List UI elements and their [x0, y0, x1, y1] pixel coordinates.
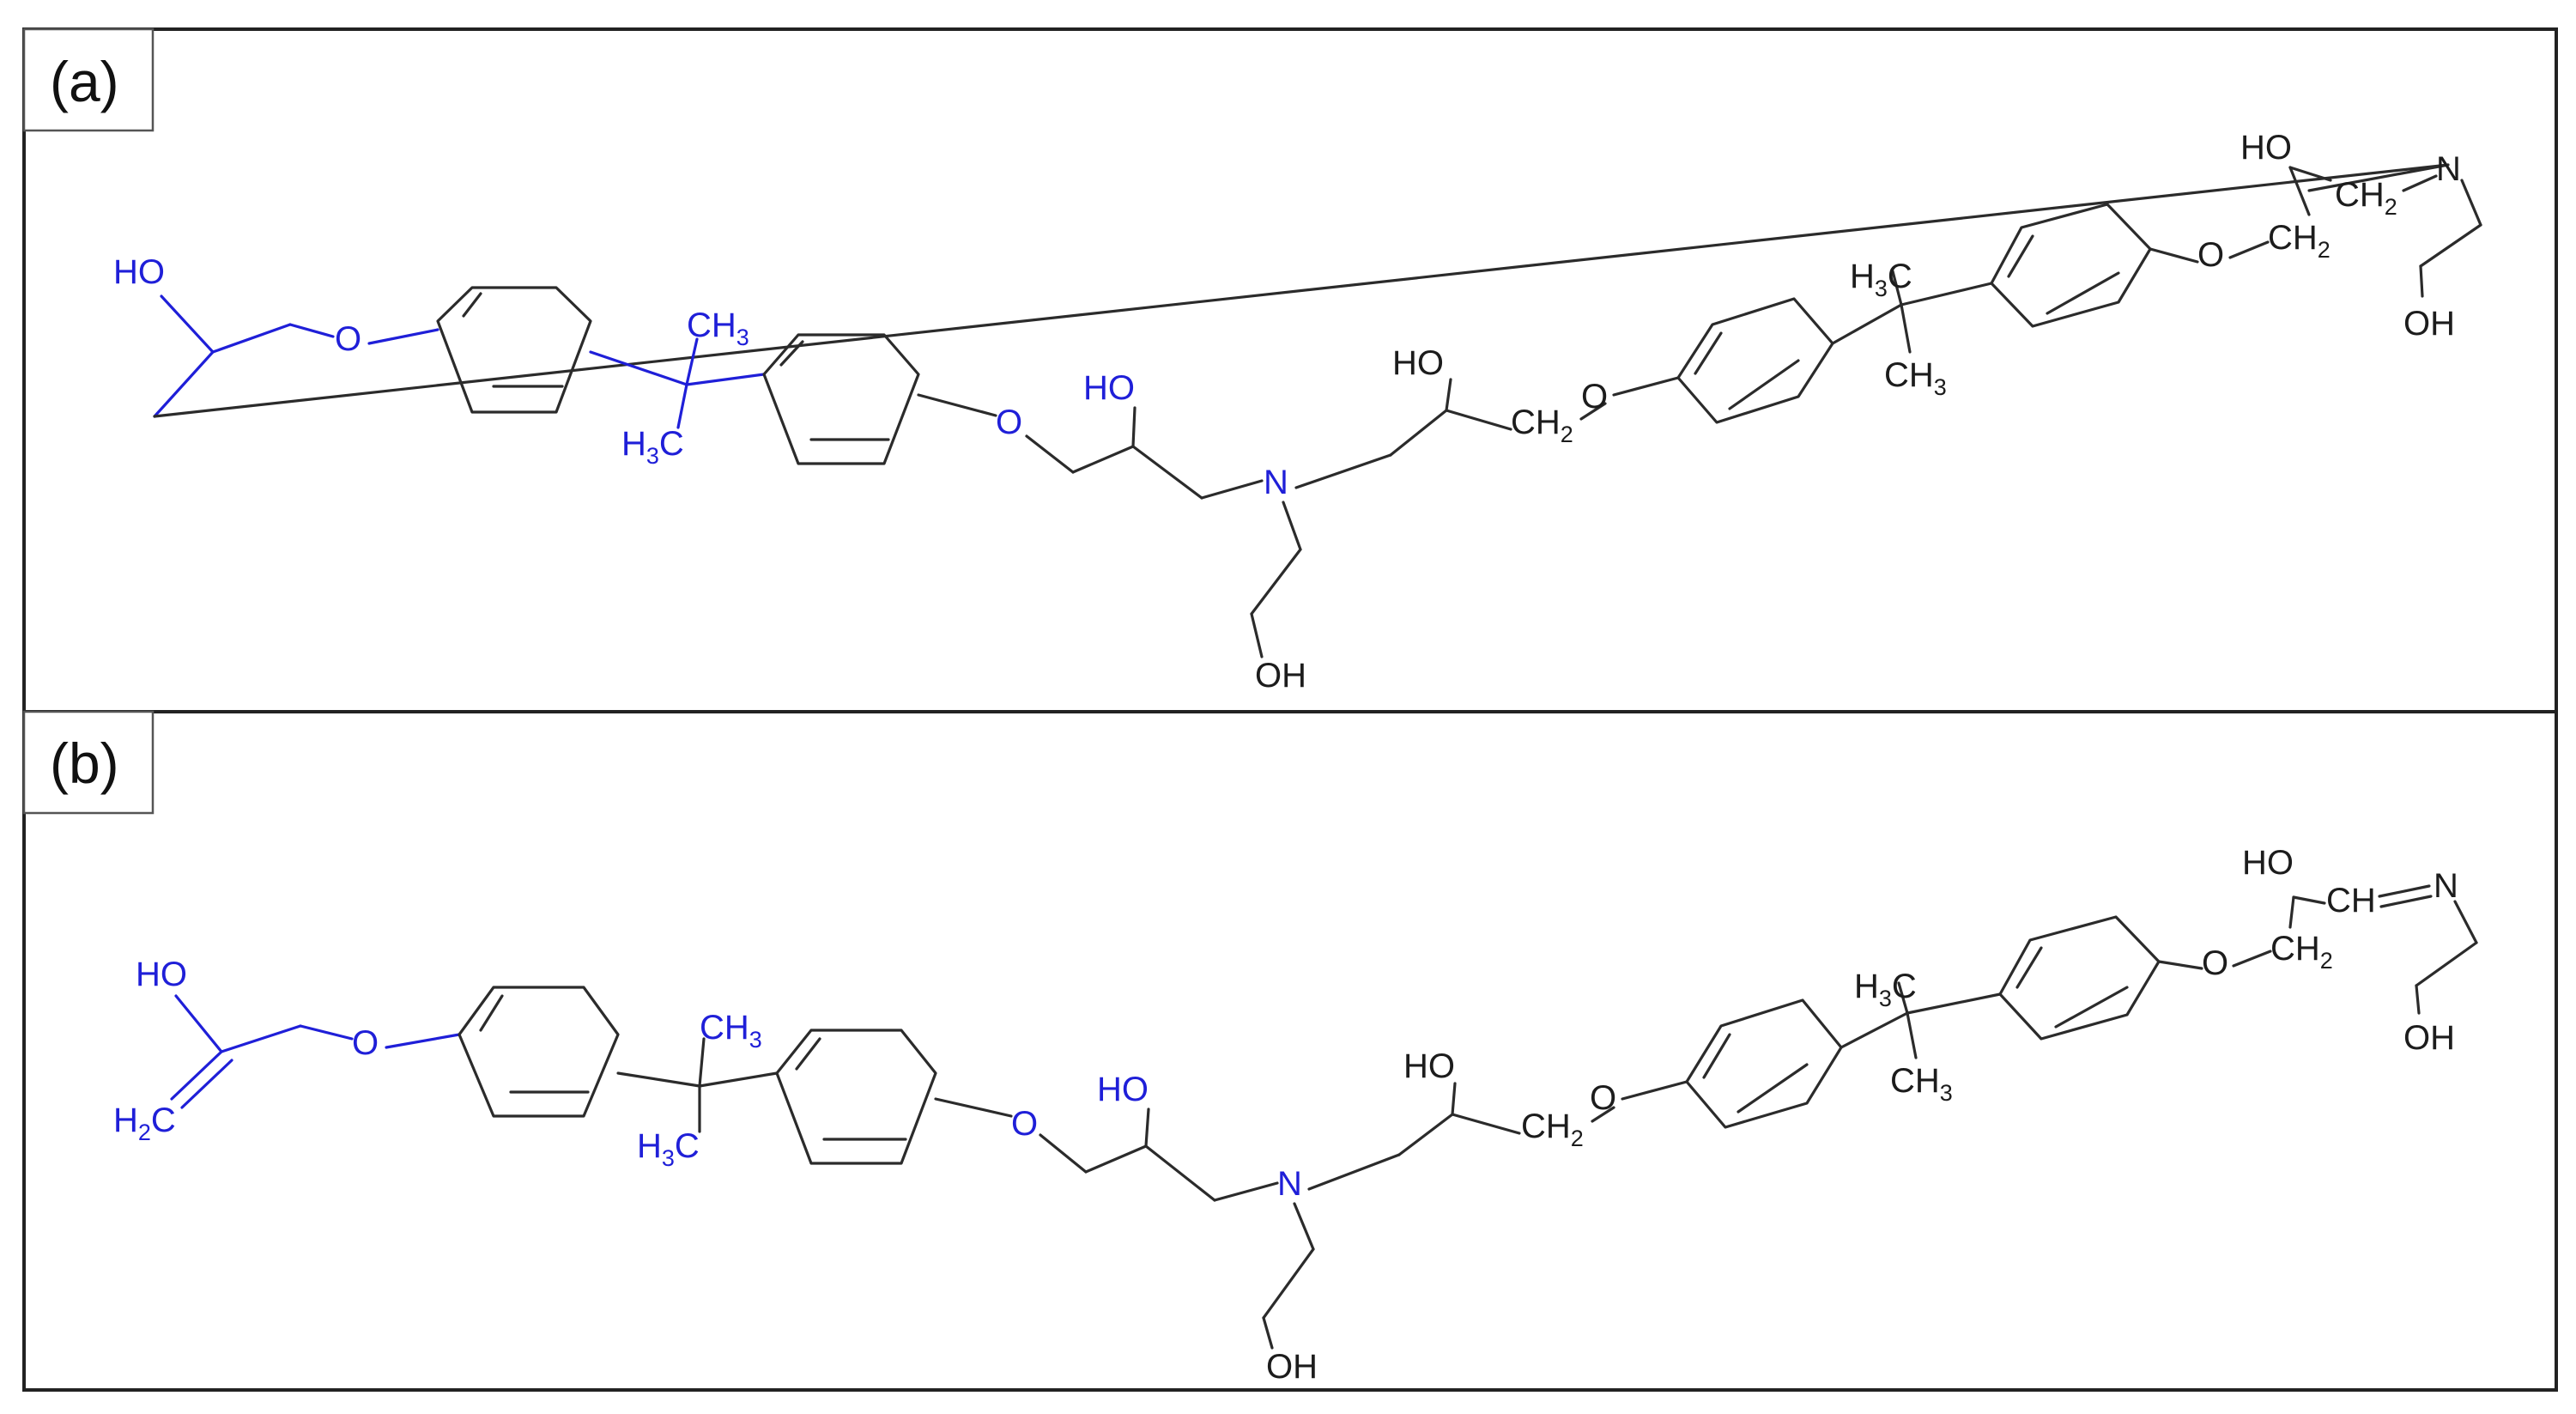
artifact-line — [153, 163, 2450, 418]
atom-ch3-b1: CH3 — [700, 1009, 762, 1053]
panel-b-frame — [22, 710, 2558, 1392]
panel-b-label-box — [22, 710, 155, 815]
terminal-group-b: HO O H2C — [113, 956, 461, 1145]
structure-b: HO O H2C CH3 H3C — [113, 844, 2478, 1386]
benzene-ring-2 — [762, 333, 920, 465]
atom-o-ether-1: O — [335, 320, 361, 358]
atom-ch3-b2: CH3 — [1890, 1062, 1953, 1106]
panel-b-label: (b) — [50, 731, 119, 795]
atom-ho-a-right: HO — [2240, 129, 2292, 167]
atom-h3c-b2: H3C — [1854, 968, 1917, 1011]
panel-a-frame — [22, 27, 2558, 713]
structure-a: HO O CH3 — [113, 129, 2482, 695]
atom-o-ether-4: O — [2197, 236, 2224, 274]
atom-ho-terminal: HO — [113, 253, 165, 291]
atom-ch2-b2: CH2 — [2270, 930, 2333, 974]
panel-a: (a) HO O — [22, 27, 2558, 713]
panel-a-label: (a) — [50, 50, 119, 113]
isopropylidene-1: CH3 H3C — [589, 306, 766, 469]
atom-o-ether-b2: O — [1011, 1105, 1038, 1143]
panel-a-label-box — [22, 27, 155, 132]
atom-ch3-a2: CH3 — [1884, 356, 1947, 400]
atom-ch2-a3: CH2 — [2335, 176, 2397, 220]
atom-o-ether-3: O — [1581, 378, 1608, 416]
atom-ch2-b1: CH2 — [1521, 1108, 1584, 1151]
atom-h2c-b: H2C — [113, 1101, 176, 1145]
atom-ch2-a1: CH2 — [1511, 404, 1573, 447]
atom-oh-a-right: OH — [2403, 305, 2455, 343]
atom-h3c-a1: H3C — [621, 425, 684, 469]
atom-oh-b-right: OH — [2403, 1019, 2455, 1057]
atom-ho-mid-1: HO — [1083, 369, 1135, 407]
atom-ho-b-right: HO — [2242, 844, 2294, 882]
atom-ho-mid-2: HO — [1392, 344, 1444, 382]
atom-h3c-b1: H3C — [637, 1127, 700, 1171]
atom-n-central: N — [1264, 464, 1288, 501]
atom-n-a-right: N — [2436, 150, 2461, 188]
atom-oh-n-b: OH — [1266, 1348, 1318, 1386]
atom-ch3-a1: CH3 — [687, 306, 749, 350]
terminal-group-a: HO O — [113, 253, 439, 418]
atom-ch2-a2: CH2 — [2268, 219, 2331, 263]
panel-b: (b) HO O H2C — [22, 710, 2558, 1392]
atom-ho-mid-b2: HO — [1403, 1047, 1455, 1085]
atom-n-central-b: N — [1277, 1165, 1302, 1203]
atom-o-ether-b3: O — [1590, 1079, 1616, 1117]
atom-o-ether-b1: O — [352, 1024, 379, 1062]
atom-ho-mid-b1: HO — [1097, 1071, 1149, 1108]
benzene-ring-1 — [436, 286, 592, 414]
atom-o-ether-b4: O — [2202, 944, 2228, 982]
atom-oh-n-a: OH — [1255, 657, 1306, 695]
atom-ch-b: CH — [2326, 882, 2376, 919]
atom-ho-terminal-b: HO — [136, 956, 187, 993]
benzene-ring-b2 — [775, 1029, 937, 1165]
atom-n-b-right: N — [2434, 867, 2458, 905]
atom-h3c-a2: H3C — [1850, 258, 1912, 301]
benzene-ring-b1 — [458, 986, 620, 1118]
atom-o-ether-2: O — [996, 404, 1022, 441]
